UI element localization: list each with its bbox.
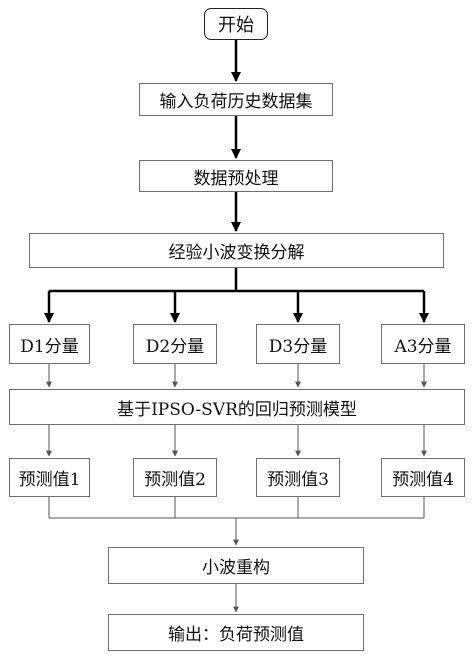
reconstruct-node: 小波重构	[108, 547, 364, 584]
prediction-node-3: 预测值3	[256, 458, 340, 497]
start-node: 开始	[204, 8, 268, 40]
component-node-a3: A3分量	[381, 324, 465, 364]
input-node: 输入负荷历史数据集	[139, 83, 333, 116]
output-node: 输出：负荷预测值	[108, 614, 364, 651]
preprocess-node: 数据预处理	[139, 160, 333, 192]
component-node-d1: D1分量	[9, 324, 90, 364]
prediction-node-4: 预测值4	[381, 458, 465, 497]
decompose-node: 经验小波变换分解	[29, 233, 444, 268]
component-node-d3: D3分量	[256, 324, 340, 364]
prediction-node-2: 预测值2	[133, 458, 217, 497]
model-node: 基于IPSO-SVR的回归预测模型	[9, 389, 465, 425]
component-node-d2: D2分量	[133, 324, 217, 364]
prediction-node-1: 预测值1	[9, 458, 90, 497]
